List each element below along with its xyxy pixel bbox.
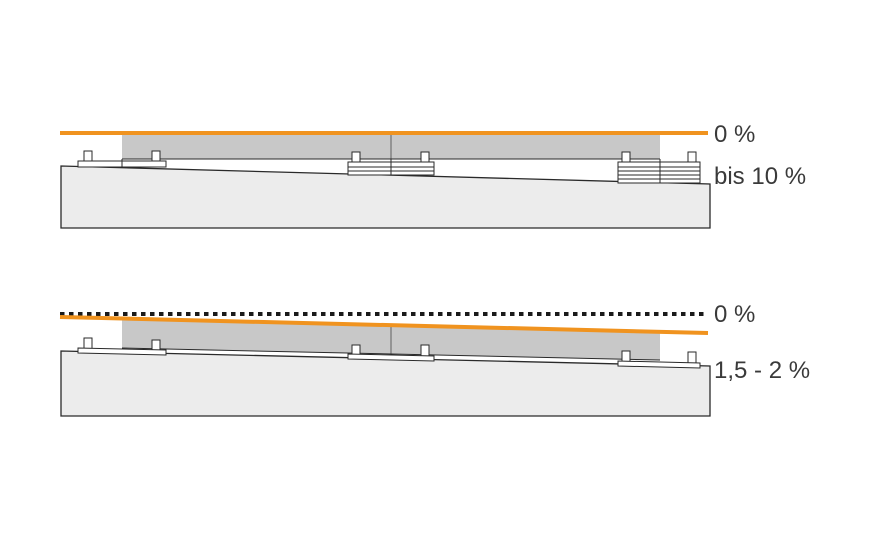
bottom-slab: [60, 350, 711, 417]
top-tile-left: [122, 134, 390, 159]
top-label-level: 0 %: [714, 121, 755, 148]
bottom-orange-slope-line: [59, 315, 709, 335]
top-pedestal-middle: [347, 151, 435, 176]
top-pedestal-left: [77, 150, 167, 168]
top-diagram: 0 % bis 10 %: [60, 121, 806, 229]
bottom-label-slope: 1,5 - 2 %: [714, 357, 810, 384]
bottom-pedestal-middle: [347, 344, 435, 362]
bottom-tile-left: [122, 319, 390, 354]
bottom-pedestal-left: [77, 337, 167, 356]
top-label-slope: bis 10 %: [714, 163, 806, 190]
bottom-pedestal-right: [617, 350, 701, 369]
bottom-label-level: 0 %: [714, 301, 755, 328]
top-tile-right: [392, 134, 660, 159]
top-slab: [60, 165, 711, 229]
bottom-tile-right: [392, 326, 660, 360]
top-pedestal-right: [617, 151, 701, 184]
bottom-diagram: 0 % 1,5 - 2 %: [59, 301, 810, 417]
